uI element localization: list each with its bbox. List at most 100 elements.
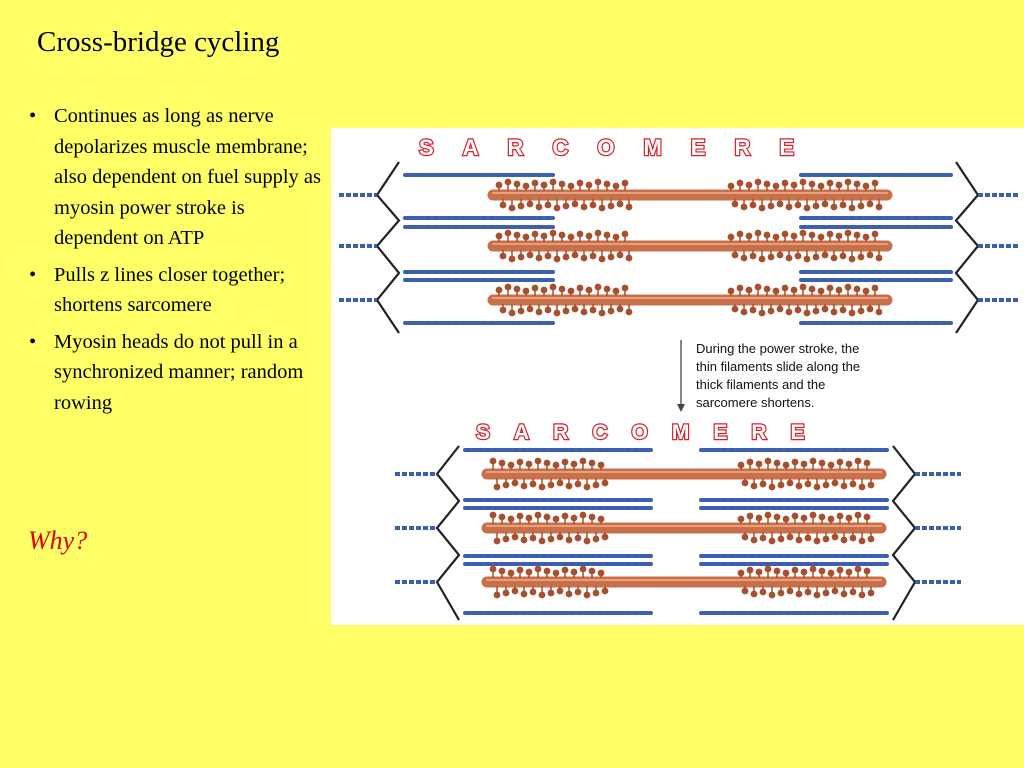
myosin-head [507,515,515,523]
myosin-head [513,180,521,188]
myosin-head [862,233,870,241]
sarcomere-label-bottom: SARCOMERE [476,421,829,444]
myosin-head [772,287,780,295]
myosin-head [594,229,602,237]
myosin-head [804,534,812,542]
myosin-head [863,567,871,575]
myosin-head [562,307,570,315]
myosin-head [758,309,766,317]
myosin-head [875,254,883,262]
myosin-head [794,252,802,260]
myosin-head [565,536,573,544]
myosin-head [727,182,735,190]
myosin-head [750,536,758,544]
myosin-head [552,569,560,577]
myosin-head [585,232,593,240]
myosin-head [493,483,501,491]
myosin-head [520,536,528,544]
myosin-head [517,307,525,315]
myosin-head [821,305,829,313]
myosin-head [576,230,584,238]
myosin-head [786,587,794,595]
myosin-head [854,565,862,573]
myosin-head [800,460,808,468]
myosin-head [493,537,501,545]
myosin-head [813,591,821,599]
myosin-head [818,567,826,575]
myosin-head [498,567,506,575]
myosin-head [567,182,575,190]
myosin-head [598,255,606,263]
myosin-head [535,308,543,316]
myosin-head [750,482,758,490]
myosin-head [549,178,557,186]
myosin-head [844,229,852,237]
myosin-head [840,482,848,490]
myosin-head [831,587,839,595]
myosin-head [529,480,537,488]
myosin-head [731,305,739,313]
myosin-head [808,180,816,188]
myosin-head [812,307,820,315]
myosin-head [808,285,816,293]
myosin-head [517,202,525,210]
myosin-head [875,203,883,211]
bullet-item: •Pulls z lines closer together; shortens… [28,260,333,321]
myosin-head [731,200,739,208]
myosin-head [589,306,597,314]
myosin-head [556,533,564,541]
myosin-head [875,308,883,316]
myosin-head [740,203,748,211]
myosin-head [583,591,591,599]
sarcomere-relaxed [339,161,1018,334]
myosin-head [607,307,615,315]
myosin-head [534,565,542,573]
z-line-left [435,445,461,621]
myosin-head [813,537,821,545]
myosin-head [782,461,790,469]
caption-line: thin filaments slide along the [696,359,860,374]
myosin-head [741,479,749,487]
myosin-head [759,534,767,542]
myosin-head [737,461,745,469]
myosin-head [598,204,606,212]
myosin-head [786,533,794,541]
myosin-head [727,233,735,241]
myosin-head [522,182,530,190]
myosin-head [871,284,879,292]
myosin-head [531,284,539,292]
myosin-head [862,287,870,295]
myosin-head [540,181,548,189]
myosin-head [836,512,844,520]
myosin-head [777,589,785,597]
myosin-head [508,309,516,317]
myosin-head [601,479,609,487]
bullet-text: Pulls z lines closer together; shortens … [54,263,286,317]
bullet-icon: • [29,330,37,353]
myosin-head [556,479,564,487]
myosin-head [754,283,762,291]
myosin-head [731,251,739,259]
myosin-head [786,479,794,487]
myosin-head [580,308,588,316]
myosin-head [625,203,633,211]
myosin-head [840,536,848,544]
myosin-head [594,283,602,291]
myosin-head [745,181,753,189]
myosin-head [547,589,555,597]
myosin-head [574,534,582,542]
myosin-head [601,587,609,595]
myosin-head [570,514,578,522]
myosin-head [866,251,874,259]
myosin-head [603,231,611,239]
myosin-head [616,305,624,313]
myosin-head [822,535,830,543]
myosin-head [857,202,865,210]
myosin-head [621,284,629,292]
myosin-head [603,180,611,188]
myosin-head [489,457,497,465]
myosin-head [522,287,530,295]
caption-line: sarcomere shortens. [696,395,815,410]
myosin-head [826,179,834,187]
myosin-head [827,461,835,469]
